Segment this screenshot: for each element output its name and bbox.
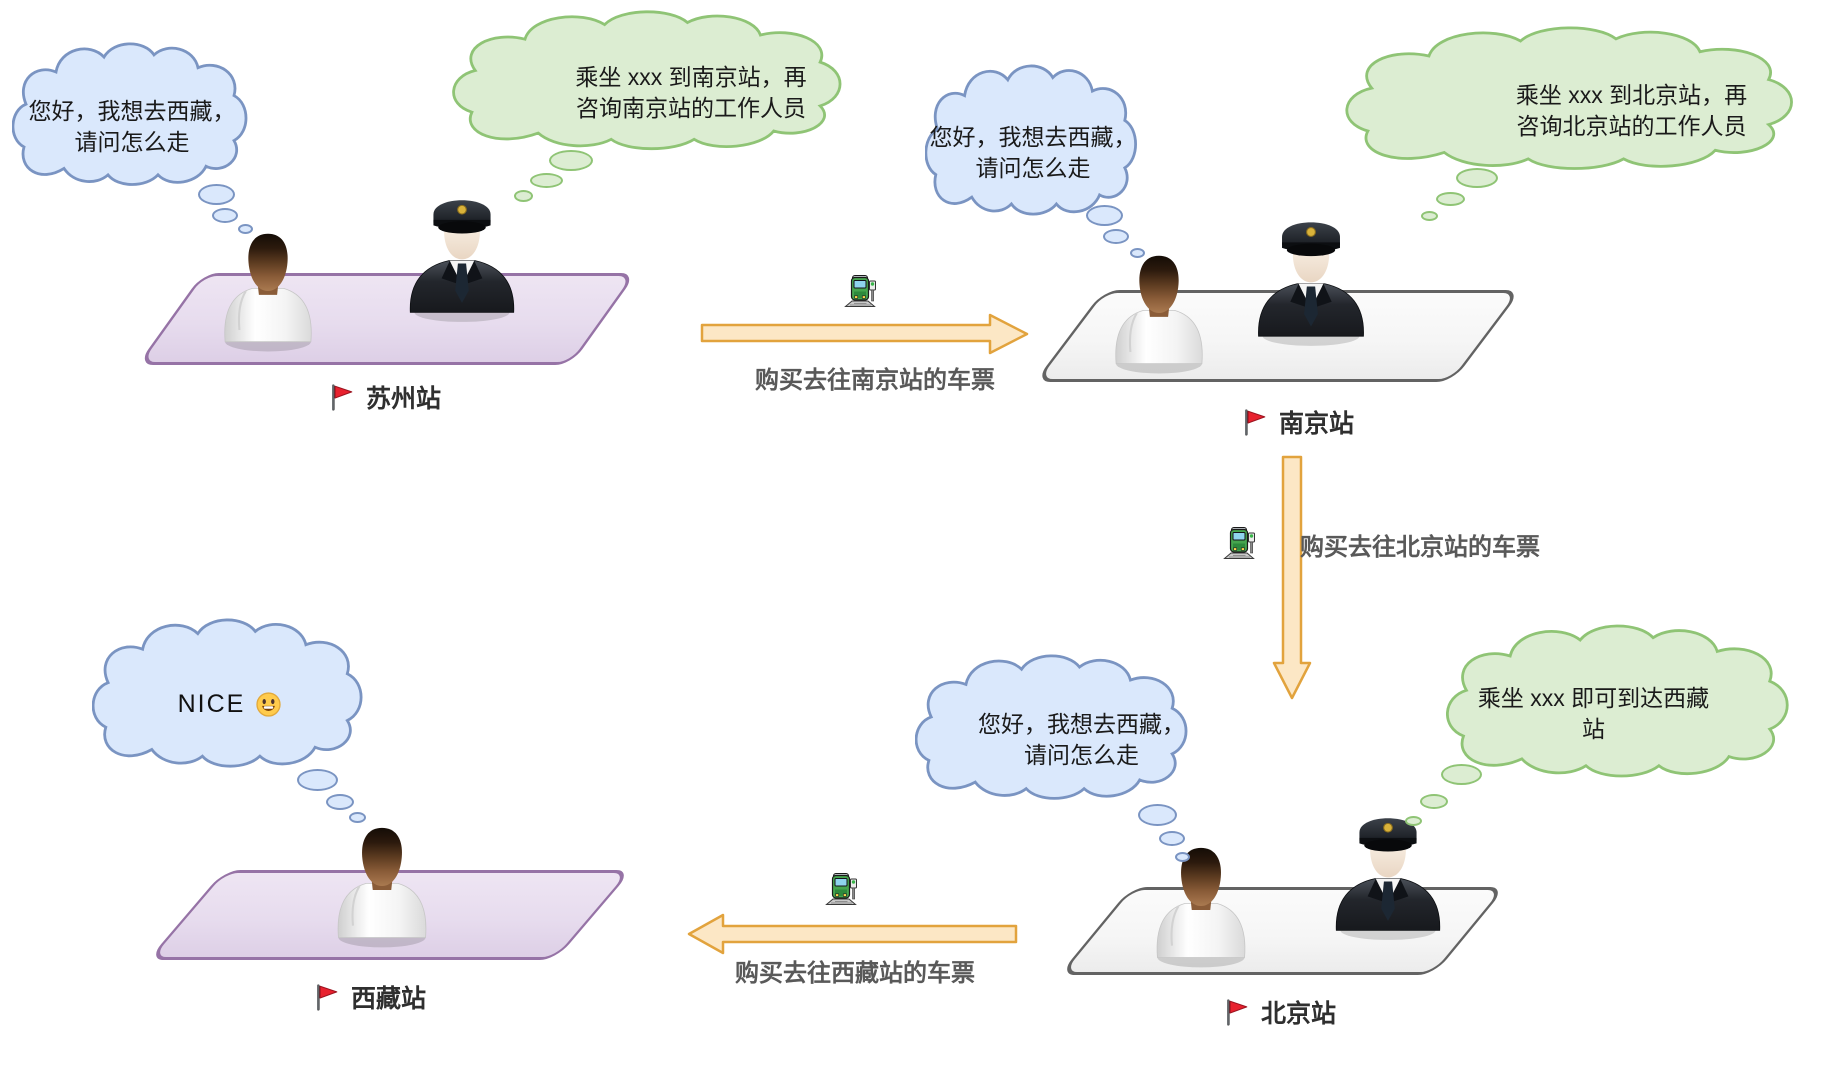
station-name: 苏州站 xyxy=(366,385,442,413)
station-name: 西藏站 xyxy=(351,985,427,1013)
red-flag-icon xyxy=(1222,997,1249,1028)
transition-arrow-down xyxy=(1272,455,1312,700)
staff-thought-bubble-suzhou: 乘坐 xxx 到南京站，再咨询南京站的工作人员 xyxy=(452,10,850,156)
red-flag-icon xyxy=(312,982,339,1013)
station-label-tibet: 西藏站 xyxy=(312,979,426,1015)
train-emoji-icon xyxy=(823,870,859,906)
thought-dot xyxy=(1130,248,1145,258)
passenger-thought-bubble-suzhou: 您好，我想去西藏，请问怎么走 xyxy=(12,42,252,192)
station-label-suzhou: 苏州站 xyxy=(327,379,441,415)
station-label-beijing: 北京站 xyxy=(1222,994,1336,1030)
thought-dot xyxy=(297,769,338,791)
passenger-thought-text: 您好，我想去西藏，请问怎么走 xyxy=(28,98,236,155)
passenger-thought-text: 您好，我想去西藏，请问怎么走 xyxy=(929,124,1137,181)
thought-dot xyxy=(198,184,235,205)
smiley-emoji-icon xyxy=(255,691,282,718)
passenger-thought-bubble-beijing: 您好，我想去西藏，请问怎么走 xyxy=(915,654,1193,806)
staff-thought-text: 乘坐 xxx 到北京站，再咨询北京站的工作人员 xyxy=(1515,82,1748,139)
thought-dot xyxy=(1436,192,1465,206)
staff-thought-bubble-beijing: 乘坐 xxx 即可到达西藏站 xyxy=(1446,624,1796,784)
passenger-figure-beijing xyxy=(1135,840,1267,972)
red-flag-icon xyxy=(1240,407,1267,438)
thought-dot xyxy=(1441,764,1482,785)
thought-dot xyxy=(212,208,238,223)
transition-label-to-beijing: 购买去往北京站的车票 xyxy=(1300,534,1540,561)
staff-thought-text: 乘坐 xxx 到南京站，再咨询南京站的工作人员 xyxy=(575,64,807,121)
transition-label-to-tibet: 购买去往西藏站的车票 xyxy=(735,960,975,987)
red-flag-icon xyxy=(327,382,354,413)
transition-arrow-right xyxy=(700,313,1029,355)
thought-dot xyxy=(1456,168,1498,188)
thought-dot xyxy=(1086,205,1123,226)
train-emoji-icon xyxy=(1221,524,1257,560)
passenger-figure-nanjing xyxy=(1094,248,1224,378)
thought-dot xyxy=(1103,229,1129,244)
thought-dot xyxy=(549,150,593,171)
station-name: 南京站 xyxy=(1279,410,1355,438)
thought-dot xyxy=(1138,804,1177,826)
transition-arrow-left xyxy=(687,913,1018,955)
passenger-thought-bubble-nanjing: 您好，我想去西藏，请问怎么走 xyxy=(925,64,1141,222)
thought-dot xyxy=(1405,816,1422,826)
thought-dot xyxy=(326,794,354,810)
train-emoji-icon xyxy=(842,272,878,308)
thought-dot xyxy=(514,190,533,202)
passenger-figure-suzhou xyxy=(203,226,333,356)
thought-dot xyxy=(1420,794,1448,809)
thought-dot xyxy=(349,812,366,823)
thought-dot xyxy=(238,224,253,234)
passenger-thought-bubble-tibet: NICE xyxy=(92,618,368,774)
thought-dot xyxy=(1175,852,1190,862)
thought-dot xyxy=(530,173,563,188)
station-name: 北京站 xyxy=(1261,1000,1337,1028)
passenger-figure-tibet xyxy=(316,820,448,952)
transition-label-to-nanjing: 购买去往南京站的车票 xyxy=(755,367,995,394)
station-label-nanjing: 南京站 xyxy=(1240,404,1354,440)
passenger-thought-text: NICE xyxy=(177,689,246,718)
thought-dot xyxy=(1159,831,1185,846)
conductor-figure-suzhou xyxy=(394,190,530,326)
staff-thought-text: 乘坐 xxx 即可到达西藏站 xyxy=(1477,685,1710,742)
thought-dot xyxy=(1421,211,1438,221)
staff-thought-bubble-nanjing: 乘坐 xxx 到北京站，再咨询北京站的工作人员 xyxy=(1345,26,1803,176)
passenger-thought-text: 您好，我想去西藏，请问怎么走 xyxy=(978,711,1185,768)
conductor-figure-nanjing xyxy=(1242,212,1380,350)
conductor-figure-beijing xyxy=(1320,808,1456,944)
